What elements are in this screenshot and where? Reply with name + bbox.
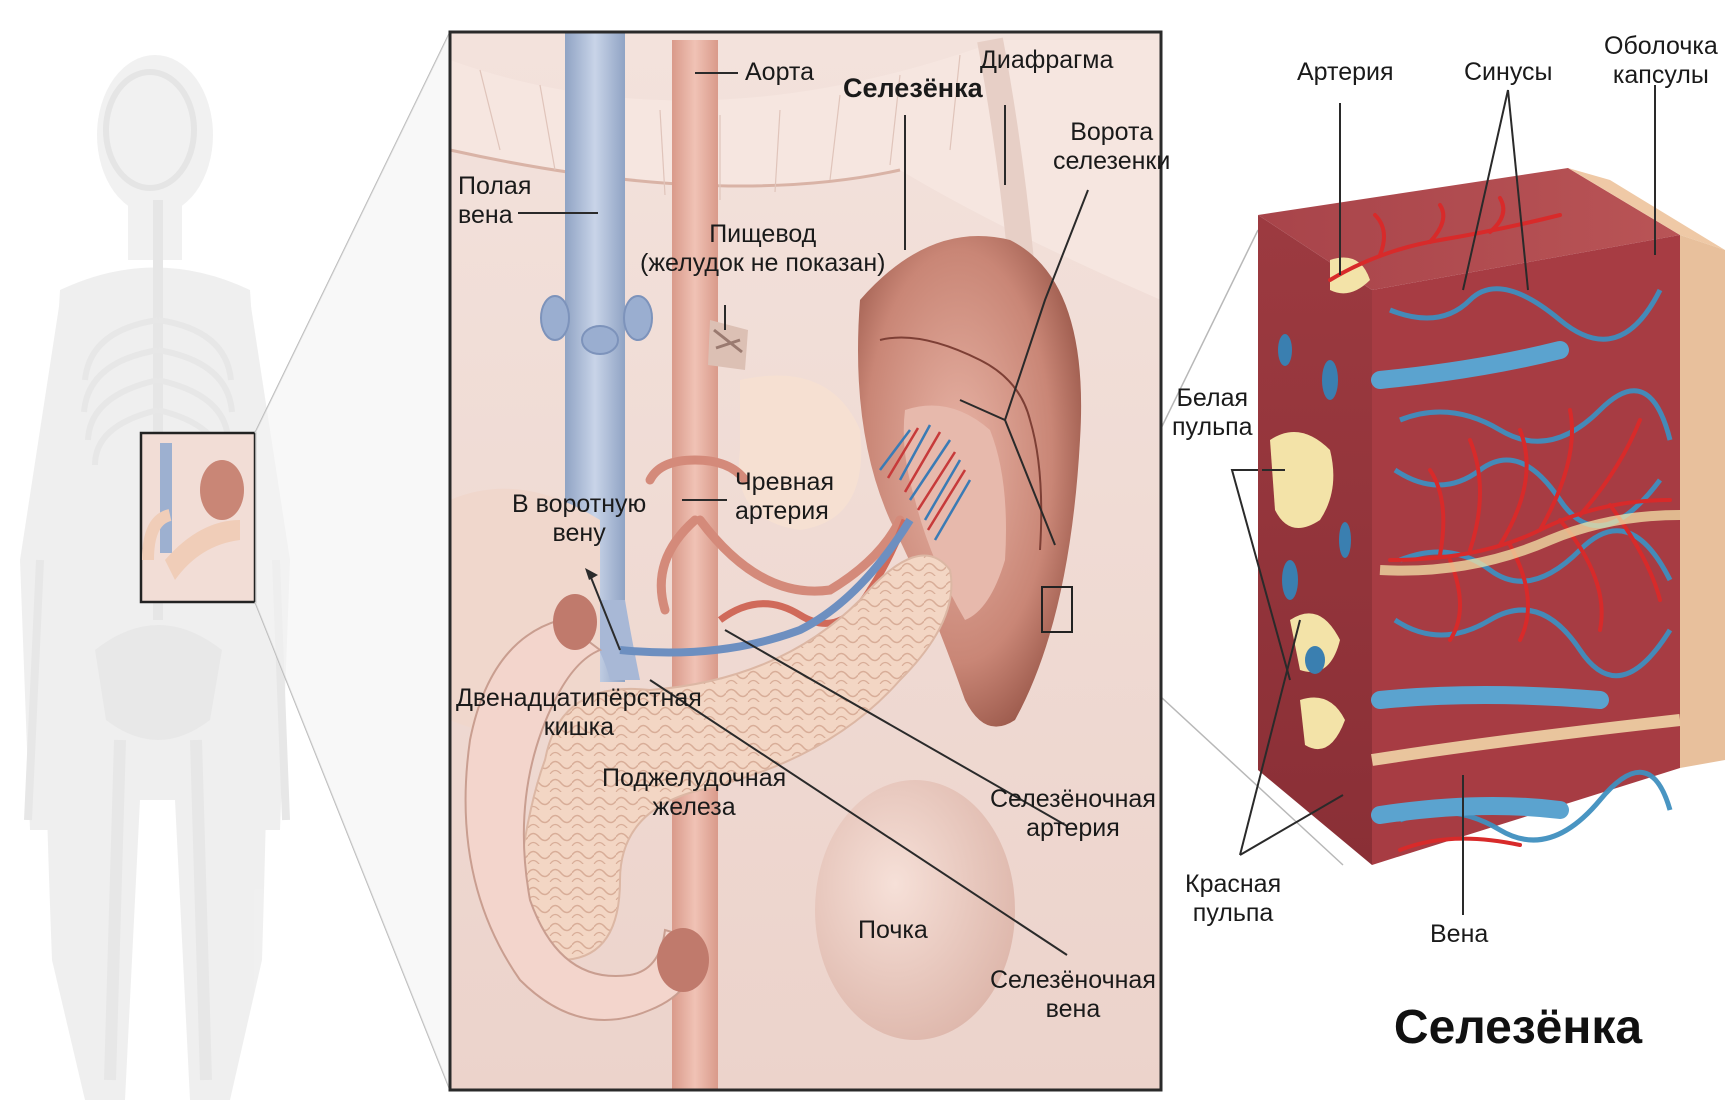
kidney <box>815 780 1015 1040</box>
body-inset-box <box>141 433 255 602</box>
label-spleen-bold: Селезёнка <box>843 74 983 103</box>
label-vein: Вена <box>1430 920 1488 949</box>
figure-title: Селезёнка <box>1358 1000 1678 1055</box>
label-kidney: Почка <box>858 916 928 945</box>
label-esophagus: Пищевод(желудок не показан) <box>640 220 885 278</box>
label-artery: Артерия <box>1297 58 1394 87</box>
label-aorta: Аорта <box>745 58 814 87</box>
spleen-tissue-block <box>1232 85 1725 915</box>
label-sinuses: Синусы <box>1464 58 1553 87</box>
label-diaphragm: Диафрагма <box>980 46 1113 75</box>
central-anatomy-panel <box>450 32 1161 1090</box>
